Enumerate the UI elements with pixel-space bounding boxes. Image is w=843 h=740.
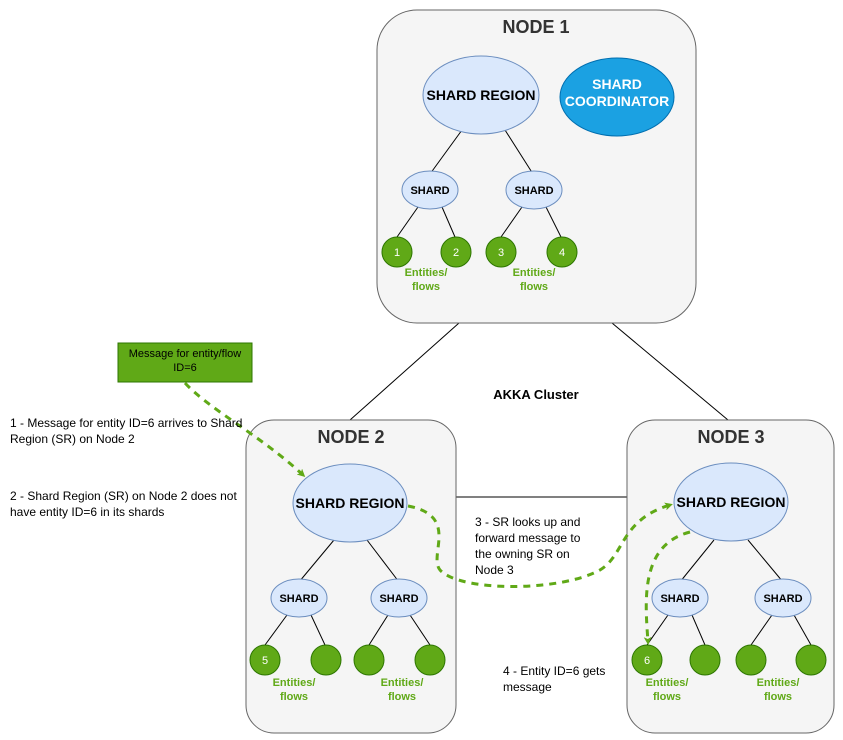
node-1-title: NODE 1: [502, 17, 569, 37]
node-3-entities-label-b: Entities/ flows: [756, 677, 800, 703]
node-3-shard-b: [754, 578, 812, 618]
node-3-shard-a: [651, 578, 709, 618]
node-2-title: NODE 2: [317, 427, 384, 447]
node-1-entity-4: [546, 236, 578, 268]
node-1-entity-1: [381, 236, 413, 268]
node-3-shard-region: [673, 462, 789, 542]
node-3-shard-b-label: SHARD: [763, 593, 802, 605]
flow-arrow-message-to-node2: [183, 381, 306, 478]
node-3-title: NODE 3: [697, 427, 764, 447]
node-2-shard-a: [270, 578, 328, 618]
node-1-shard-a: [401, 170, 459, 210]
node-3-entity-6: [631, 644, 663, 676]
node-2-entity-5-label: 5: [262, 655, 268, 667]
node-3-entity-d: [795, 644, 827, 676]
node-2-entities-label-b: Entities/ flows: [380, 677, 424, 703]
step-4-text: 4 - Entity ID=6 gets message: [503, 664, 606, 694]
node-3-shard-a-label: SHARD: [660, 593, 699, 605]
node-3-shard-region-label: SHARD REGION: [677, 494, 786, 510]
node-3-entity-6-label: 6: [644, 655, 650, 667]
node-1-entity-2: [440, 236, 472, 268]
node-1-entity-3: [485, 236, 517, 268]
node-2-shard-region: [292, 463, 408, 543]
node-2-entity-c: [353, 644, 385, 676]
flow-arrow-region-to-entity6: [643, 530, 691, 645]
cluster-link-node1-node2: [349, 322, 460, 421]
node-3-entity-c: [735, 644, 767, 676]
node-2-entity-b: [310, 644, 342, 676]
node-2-shard-b-label: SHARD: [379, 593, 418, 605]
node-2-shard-b: [370, 578, 428, 618]
node-1-entity-3-label: 3: [498, 247, 504, 259]
node-1-shard-region-label: SHARD REGION: [427, 87, 536, 103]
node-2-entities-label-a: Entities/ flows: [272, 677, 316, 703]
node-1-entities-label-b: Entities/ flows: [512, 267, 556, 293]
node-2-entity-5: [249, 644, 281, 676]
step-2-text: 2 - Shard Region (SR) on Node 2 does not…: [10, 489, 237, 519]
node-1-shard-b: [505, 170, 563, 210]
shard-coordinator-label: SHARD COORDINATOR: [564, 76, 670, 109]
cluster-label: AKKA Cluster: [493, 387, 578, 402]
node-3-entities-label-a: Entities/ flows: [645, 677, 689, 703]
node-2: NODE 2 SHARD REGION SHARD SHARD 5 Entiti…: [245, 419, 457, 734]
node-1-shard-region: [422, 55, 540, 135]
step-3-text: 3 - SR looks up and forward message to t…: [475, 515, 581, 577]
node-1-shard-a-label: SHARD: [410, 185, 449, 197]
node-1-entity-4-label: 4: [559, 247, 565, 259]
step-1-text: 1 - Message for entity ID=6 arrives to S…: [10, 416, 243, 446]
message-box: [117, 342, 253, 383]
node-1-entity-1-label: 1: [394, 247, 400, 259]
node-1-shard-b-label: SHARD: [514, 185, 553, 197]
node-1: NODE 1 SHARD REGION SHARD COORDINATOR SH…: [376, 9, 697, 324]
cluster-link-node1-node3: [611, 322, 729, 421]
node-3-entity-b: [689, 644, 721, 676]
node-1-entity-2-label: 2: [453, 247, 459, 259]
node-3: NODE 3 SHARD REGION SHARD SHARD 6 Entiti…: [626, 419, 835, 734]
node-2-shard-a-label: SHARD: [279, 593, 318, 605]
shard-coordinator: [559, 57, 675, 137]
node-2-shard-region-label: SHARD REGION: [296, 495, 405, 511]
node-1-entities-label-a: Entities/ flows: [404, 267, 448, 293]
node-2-entity-d: [414, 644, 446, 676]
message-box-label: Message for entity/flow ID=6: [128, 348, 242, 374]
